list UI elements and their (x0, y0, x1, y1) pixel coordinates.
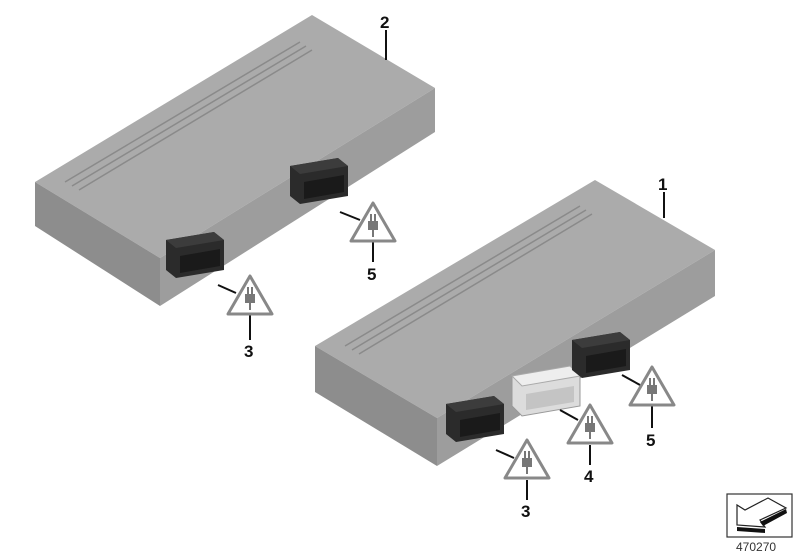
warning-icon (503, 438, 551, 480)
control-unit-1 (315, 180, 715, 466)
orientation-arrow-icon (726, 493, 793, 538)
callout-3: 3 (521, 502, 530, 521)
callout-5: 5 (646, 431, 655, 450)
control-unit-2 (35, 15, 435, 306)
connector-3 (446, 396, 504, 442)
warning-icon (566, 403, 614, 445)
connector-3 (166, 232, 224, 278)
callout-4: 4 (584, 467, 594, 486)
warning-icon (226, 274, 274, 316)
warning-icon (349, 201, 397, 243)
diagram-number: 470270 (736, 540, 777, 554)
callout-2: 2 (380, 13, 389, 32)
callout-5: 5 (367, 265, 376, 284)
connector-5 (290, 158, 348, 204)
warning-icon (628, 365, 676, 407)
connector-5 (572, 332, 630, 378)
callout-1: 1 (658, 175, 667, 194)
callout-3: 3 (244, 342, 253, 361)
